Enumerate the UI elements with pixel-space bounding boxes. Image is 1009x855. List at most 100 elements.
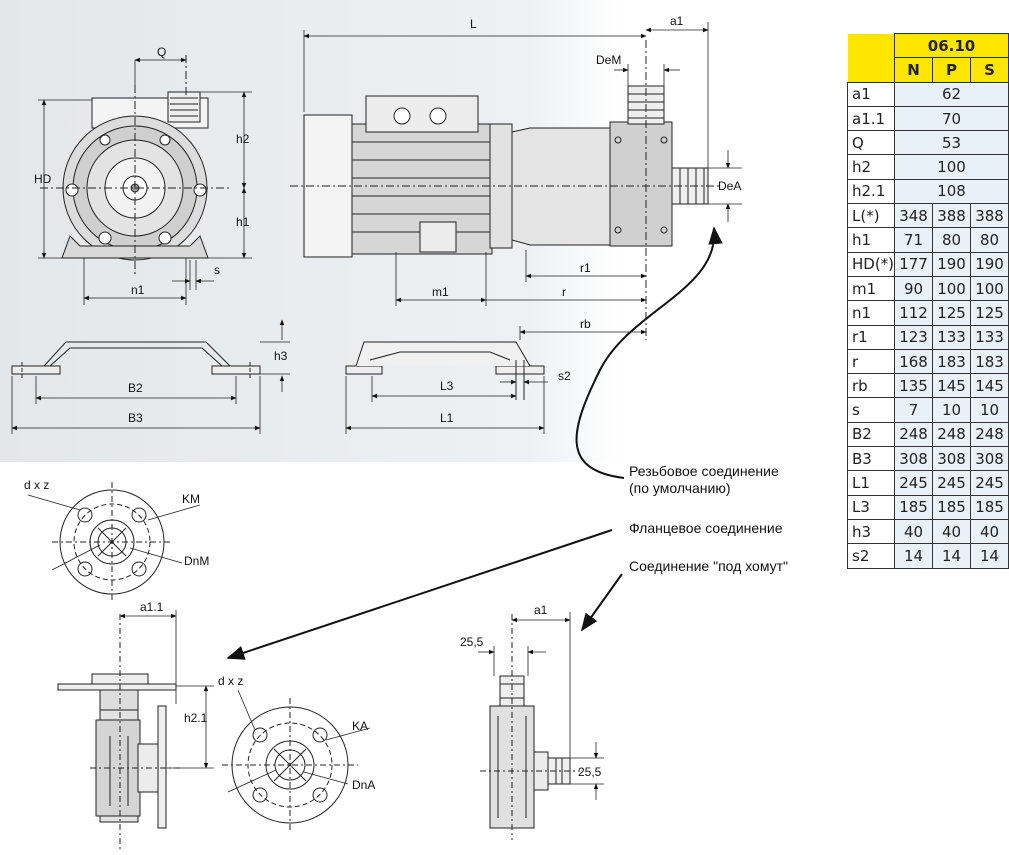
label-KM: KM xyxy=(182,492,200,506)
label-DeM: DeM xyxy=(596,53,621,67)
table-cell: 388 xyxy=(932,203,972,229)
table-row-label: h2 xyxy=(846,154,896,180)
label-L1: L1 xyxy=(440,411,454,425)
base-front-dimensions xyxy=(11,319,290,434)
label-DnM: DnM xyxy=(184,554,209,568)
table-cell: 40 xyxy=(970,518,1009,545)
front-view xyxy=(40,55,230,275)
table-cell: 308 xyxy=(894,446,934,472)
label-a1: a1 xyxy=(670,14,684,28)
label-r: r xyxy=(562,285,566,299)
table-row-label: B3 xyxy=(846,446,896,472)
table-row-label: m1 xyxy=(846,275,896,302)
label-HD: HD xyxy=(34,172,52,186)
label-B2: B2 xyxy=(128,381,143,395)
label-clamp-25-5-top: 25,5 xyxy=(460,635,484,649)
table-row-label: HD(*) xyxy=(846,251,896,277)
flange-side-view xyxy=(57,614,180,850)
label-clamp-25-5-side: 25,5 xyxy=(578,765,602,779)
note-threaded-line1: Резьбовое соединение xyxy=(629,463,779,479)
table-row-label: L3 xyxy=(846,494,896,520)
table-row-label: r xyxy=(846,348,896,375)
table-cell: 10 xyxy=(932,397,972,423)
table-model-row: 06.10 xyxy=(847,32,1009,59)
table-row-label: Q xyxy=(846,130,896,156)
table-cell: 14 xyxy=(970,543,1009,569)
table-row-label: s2 xyxy=(846,543,896,569)
flange-bottom xyxy=(222,698,358,832)
note-flanged: Фланцевое соединение xyxy=(629,520,783,536)
table-cell: 7 xyxy=(894,397,934,423)
label-km-dxz: d x z xyxy=(24,478,49,492)
table-cell: 245 xyxy=(894,470,934,496)
table-cell: 123 xyxy=(894,324,934,350)
table-cell: 80 xyxy=(970,227,1009,253)
label-Q: Q xyxy=(157,45,166,59)
table-row-label: h3 xyxy=(846,518,896,545)
table-row-label: n1 xyxy=(846,300,896,326)
table-cell: 183 xyxy=(970,348,1009,375)
label-DeA: DeA xyxy=(718,179,741,193)
table-cell: 14 xyxy=(932,543,972,569)
label-rb: rb xyxy=(580,317,591,331)
label-r1: r1 xyxy=(580,261,591,275)
table-cell: 308 xyxy=(932,446,972,472)
table-cell: 185 xyxy=(970,494,1009,520)
table-cell: 190 xyxy=(932,251,972,277)
table-cell: 62 xyxy=(894,81,1009,107)
table-variant: P xyxy=(932,57,972,83)
table-cell: 125 xyxy=(970,300,1009,326)
label-KA: KA xyxy=(352,719,368,733)
clamp-view xyxy=(480,614,580,840)
table-cell: 100 xyxy=(970,275,1009,302)
table-cell: 70 xyxy=(894,105,1009,132)
table-cell: 185 xyxy=(894,494,934,520)
label-h2: h2 xyxy=(236,132,250,146)
label-h1: h1 xyxy=(236,215,250,229)
table-cell: 80 xyxy=(932,227,972,253)
table-variant: N xyxy=(894,57,934,83)
note-clamp: Соединение "под хомут" xyxy=(629,558,788,574)
table-cell: 133 xyxy=(970,324,1009,350)
callout-arrows xyxy=(226,226,723,660)
label-a1-1: a1.1 xyxy=(140,600,164,614)
label-B3: B3 xyxy=(128,411,143,425)
side-view xyxy=(290,40,720,340)
label-clamp-a1: a1 xyxy=(534,603,548,617)
table-cell: 145 xyxy=(932,373,972,399)
table-model: 06.10 xyxy=(894,32,1009,59)
table-variant: S xyxy=(970,57,1009,83)
note-threaded: Резьбовое соединение (по умолчанию) xyxy=(629,463,779,497)
table-row-label: a1 xyxy=(846,81,896,107)
table-cell: 112 xyxy=(894,300,934,326)
table-cell: 125 xyxy=(932,300,972,326)
table-cell: 100 xyxy=(894,154,1009,180)
table-cell: 190 xyxy=(970,251,1009,277)
table-cell: 348 xyxy=(894,203,934,229)
base-front xyxy=(11,341,261,380)
side-dimensions xyxy=(303,22,742,340)
label-n1: n1 xyxy=(131,283,145,297)
table-cell: 248 xyxy=(932,421,972,448)
label-L3: L3 xyxy=(440,379,454,393)
table-cell: 133 xyxy=(932,324,972,350)
label-h3: h3 xyxy=(274,349,288,363)
label-ka-dxz: d x z xyxy=(218,674,243,688)
